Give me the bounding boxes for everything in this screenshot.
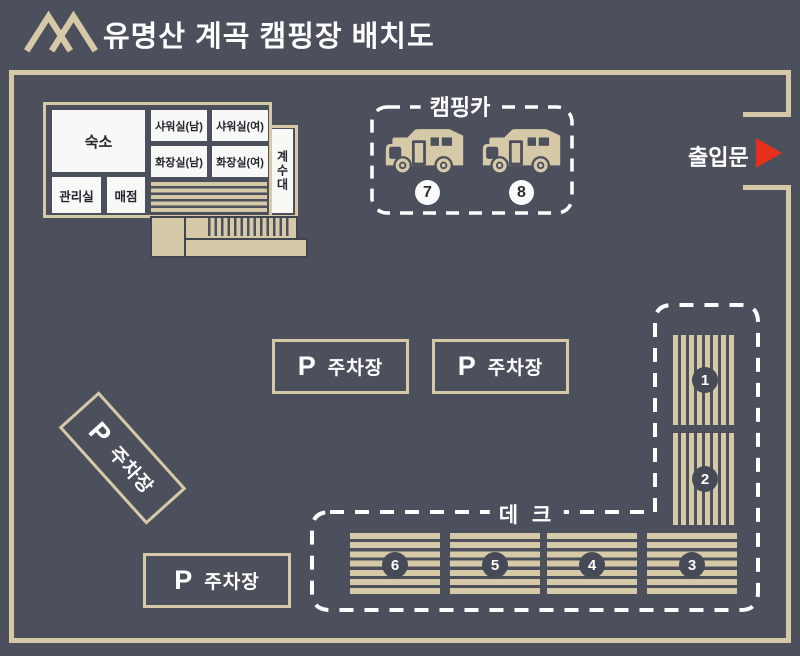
room-sink-station: 계수대 bbox=[272, 129, 293, 213]
map-border-right-lower bbox=[786, 185, 791, 643]
parking-label: 주차장 bbox=[104, 442, 158, 499]
room-toilet-female: 화장실(여) bbox=[212, 146, 268, 177]
camping-site-number: 8 bbox=[509, 180, 534, 205]
room-office: 관리실 bbox=[52, 177, 101, 213]
deck-site-number: 1 bbox=[692, 367, 718, 393]
entrance-arrow-icon bbox=[756, 138, 782, 168]
building-lower-left-block bbox=[150, 216, 186, 258]
deck-site: 3 bbox=[647, 533, 737, 597]
parking-symbol: P bbox=[457, 351, 476, 381]
mountain-logo-icon bbox=[24, 10, 98, 53]
building-steps-horizontal bbox=[151, 182, 267, 212]
deck-site: 5 bbox=[450, 533, 540, 597]
parking-area-diagonal: P 주차장 bbox=[58, 391, 187, 525]
entrance-gap-top-stub bbox=[743, 112, 791, 117]
map-border-left bbox=[9, 70, 14, 643]
map-border-top bbox=[9, 70, 791, 75]
room-store: 매점 bbox=[107, 177, 145, 213]
room-lodging: 숙소 bbox=[52, 110, 145, 172]
parking-area-lower: P 주차장 bbox=[143, 553, 291, 608]
entrance-gap-bottom-stub bbox=[743, 185, 791, 190]
deck-site: 6 bbox=[350, 533, 440, 597]
deck-site-number: 6 bbox=[382, 552, 408, 578]
parking-symbol: P bbox=[174, 565, 193, 595]
camping-zone-label: 캠핑카 bbox=[420, 89, 500, 123]
building-stairs-comb bbox=[208, 218, 292, 236]
room-shower-male: 샤워실(남) bbox=[151, 110, 207, 141]
parking-label: 주차장 bbox=[487, 358, 544, 379]
room-shower-female: 샤워실(여) bbox=[212, 110, 268, 141]
building-lower-bottom-block bbox=[184, 238, 308, 258]
camping-site-number: 7 bbox=[415, 180, 440, 205]
parking-symbol: P bbox=[297, 351, 316, 381]
parking-label: 주차장 bbox=[327, 358, 384, 379]
parking-area-upper-right: P 주차장 bbox=[432, 339, 569, 394]
map-border-bottom bbox=[9, 638, 791, 643]
deck-site-number: 4 bbox=[579, 552, 605, 578]
parking-label: 주차장 bbox=[204, 572, 260, 593]
room-toilet-male: 화장실(남) bbox=[151, 146, 207, 177]
deck-site: 1 bbox=[673, 335, 737, 425]
camper-van-icon bbox=[384, 126, 466, 175]
page-title: 유명산 계곡 캠핑장 배치도 bbox=[103, 21, 435, 53]
entrance-label: 출입문 bbox=[688, 145, 749, 170]
deck-site: 2 bbox=[673, 433, 737, 525]
deck-site-number: 2 bbox=[692, 466, 718, 492]
map-border-right-upper bbox=[786, 70, 791, 117]
deck-zone-label: 데 크 bbox=[489, 498, 565, 530]
deck-site-number: 5 bbox=[482, 552, 508, 578]
parking-symbol: P bbox=[83, 415, 118, 450]
parking-area-upper-left: P 주차장 bbox=[272, 339, 409, 394]
camper-van-icon bbox=[481, 126, 563, 175]
deck-site-number: 3 bbox=[679, 552, 705, 578]
deck-site: 4 bbox=[547, 533, 637, 597]
